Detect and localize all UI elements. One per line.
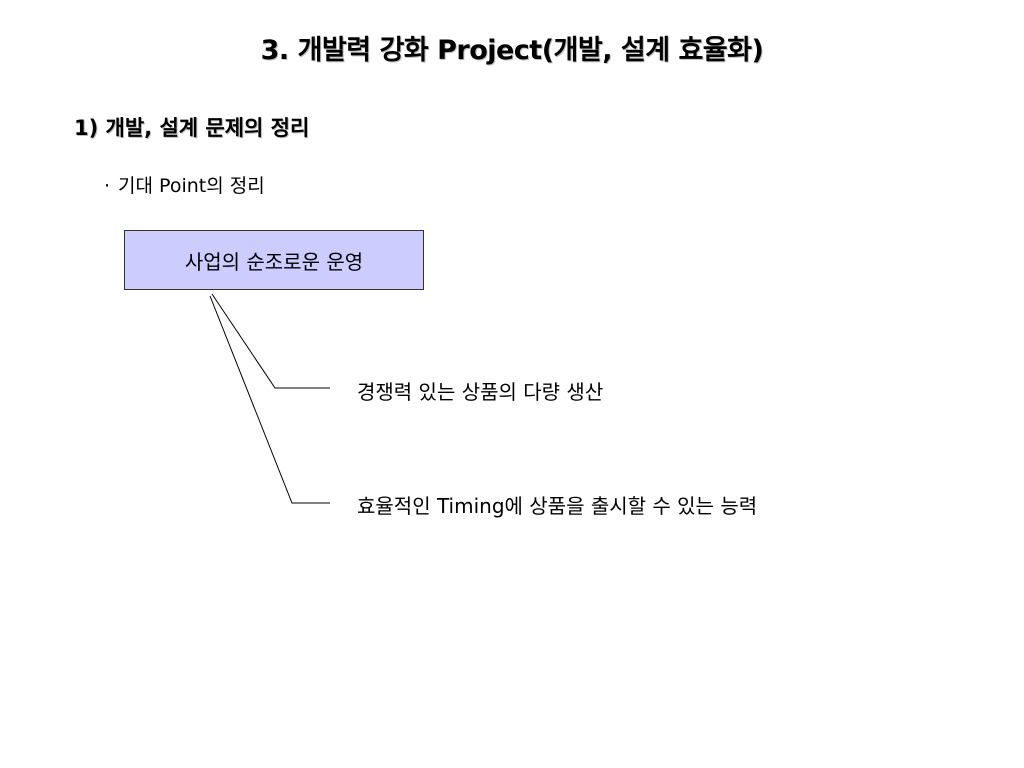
bullet-item: · 기대 Point의 정리 bbox=[104, 171, 265, 198]
section-heading: 1) 개발, 설계 문제의 정리 bbox=[74, 116, 310, 140]
point-item-1: 경쟁력 있는 상품의 다량 생산 bbox=[357, 380, 604, 404]
page-title: 3. 개발력 강화 Project(개발, 설계 효율화) bbox=[260, 35, 764, 66]
bullet-marker: · bbox=[104, 175, 111, 197]
bullet-text: 기대 Point의 정리 bbox=[118, 175, 265, 197]
connector-line-1 bbox=[211, 293, 330, 389]
connector-line-2 bbox=[209, 295, 330, 504]
point-item-2: 효율적인 Timing에 상품을 출시할 수 있는 능력 bbox=[357, 494, 758, 518]
root-box-label: 사업의 순조로운 운영 bbox=[184, 249, 364, 274]
root-box: 사업의 순조로운 운영 bbox=[124, 230, 424, 290]
